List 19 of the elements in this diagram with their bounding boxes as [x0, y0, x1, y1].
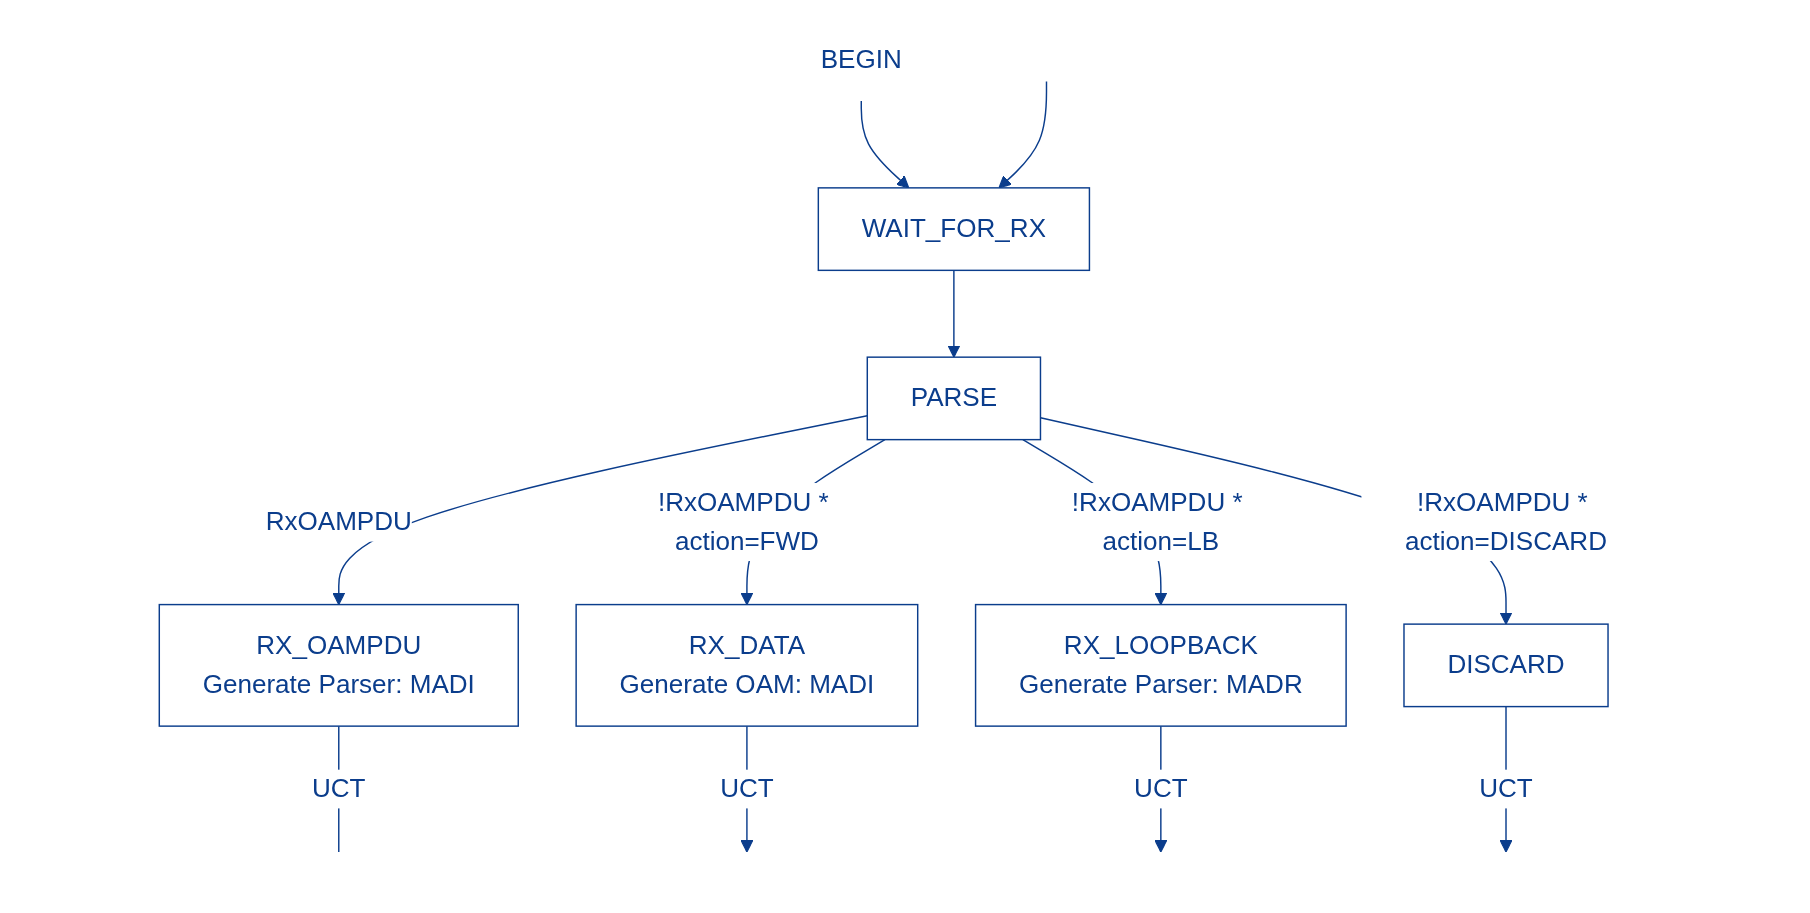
arrow	[998, 80, 1048, 188]
arrow	[332, 414, 868, 605]
edge-label: !RxOAMPDU * action=FWD	[657, 486, 829, 555]
edge-label: UCT	[1479, 773, 1533, 803]
node-box: RX_DATA Generate OAM: MADI	[575, 603, 919, 727]
edge-label: UCT	[1134, 773, 1188, 803]
edge-label: RxOAMPDU	[265, 506, 412, 536]
node-box: DISCARD	[1403, 622, 1609, 707]
node-box: PARSE	[866, 355, 1042, 440]
node-box: WAIT_FOR_RX	[817, 186, 1091, 271]
node-box: RX_LOOPBACK Generate Parser: MADR	[974, 603, 1347, 727]
edge-label: UCT	[720, 773, 774, 803]
edge-label: UCT	[312, 773, 366, 803]
edge-label: !RxOAMPDU * action=DISCARD	[1405, 486, 1607, 555]
edge-label: !RxOAMPDU * action=LB	[1071, 486, 1243, 555]
arrow	[947, 269, 961, 358]
arrow	[860, 99, 910, 188]
node-box: RX_OAMPDU Generate Parser: MADI	[158, 603, 519, 727]
node-text: BEGIN	[820, 44, 902, 74]
